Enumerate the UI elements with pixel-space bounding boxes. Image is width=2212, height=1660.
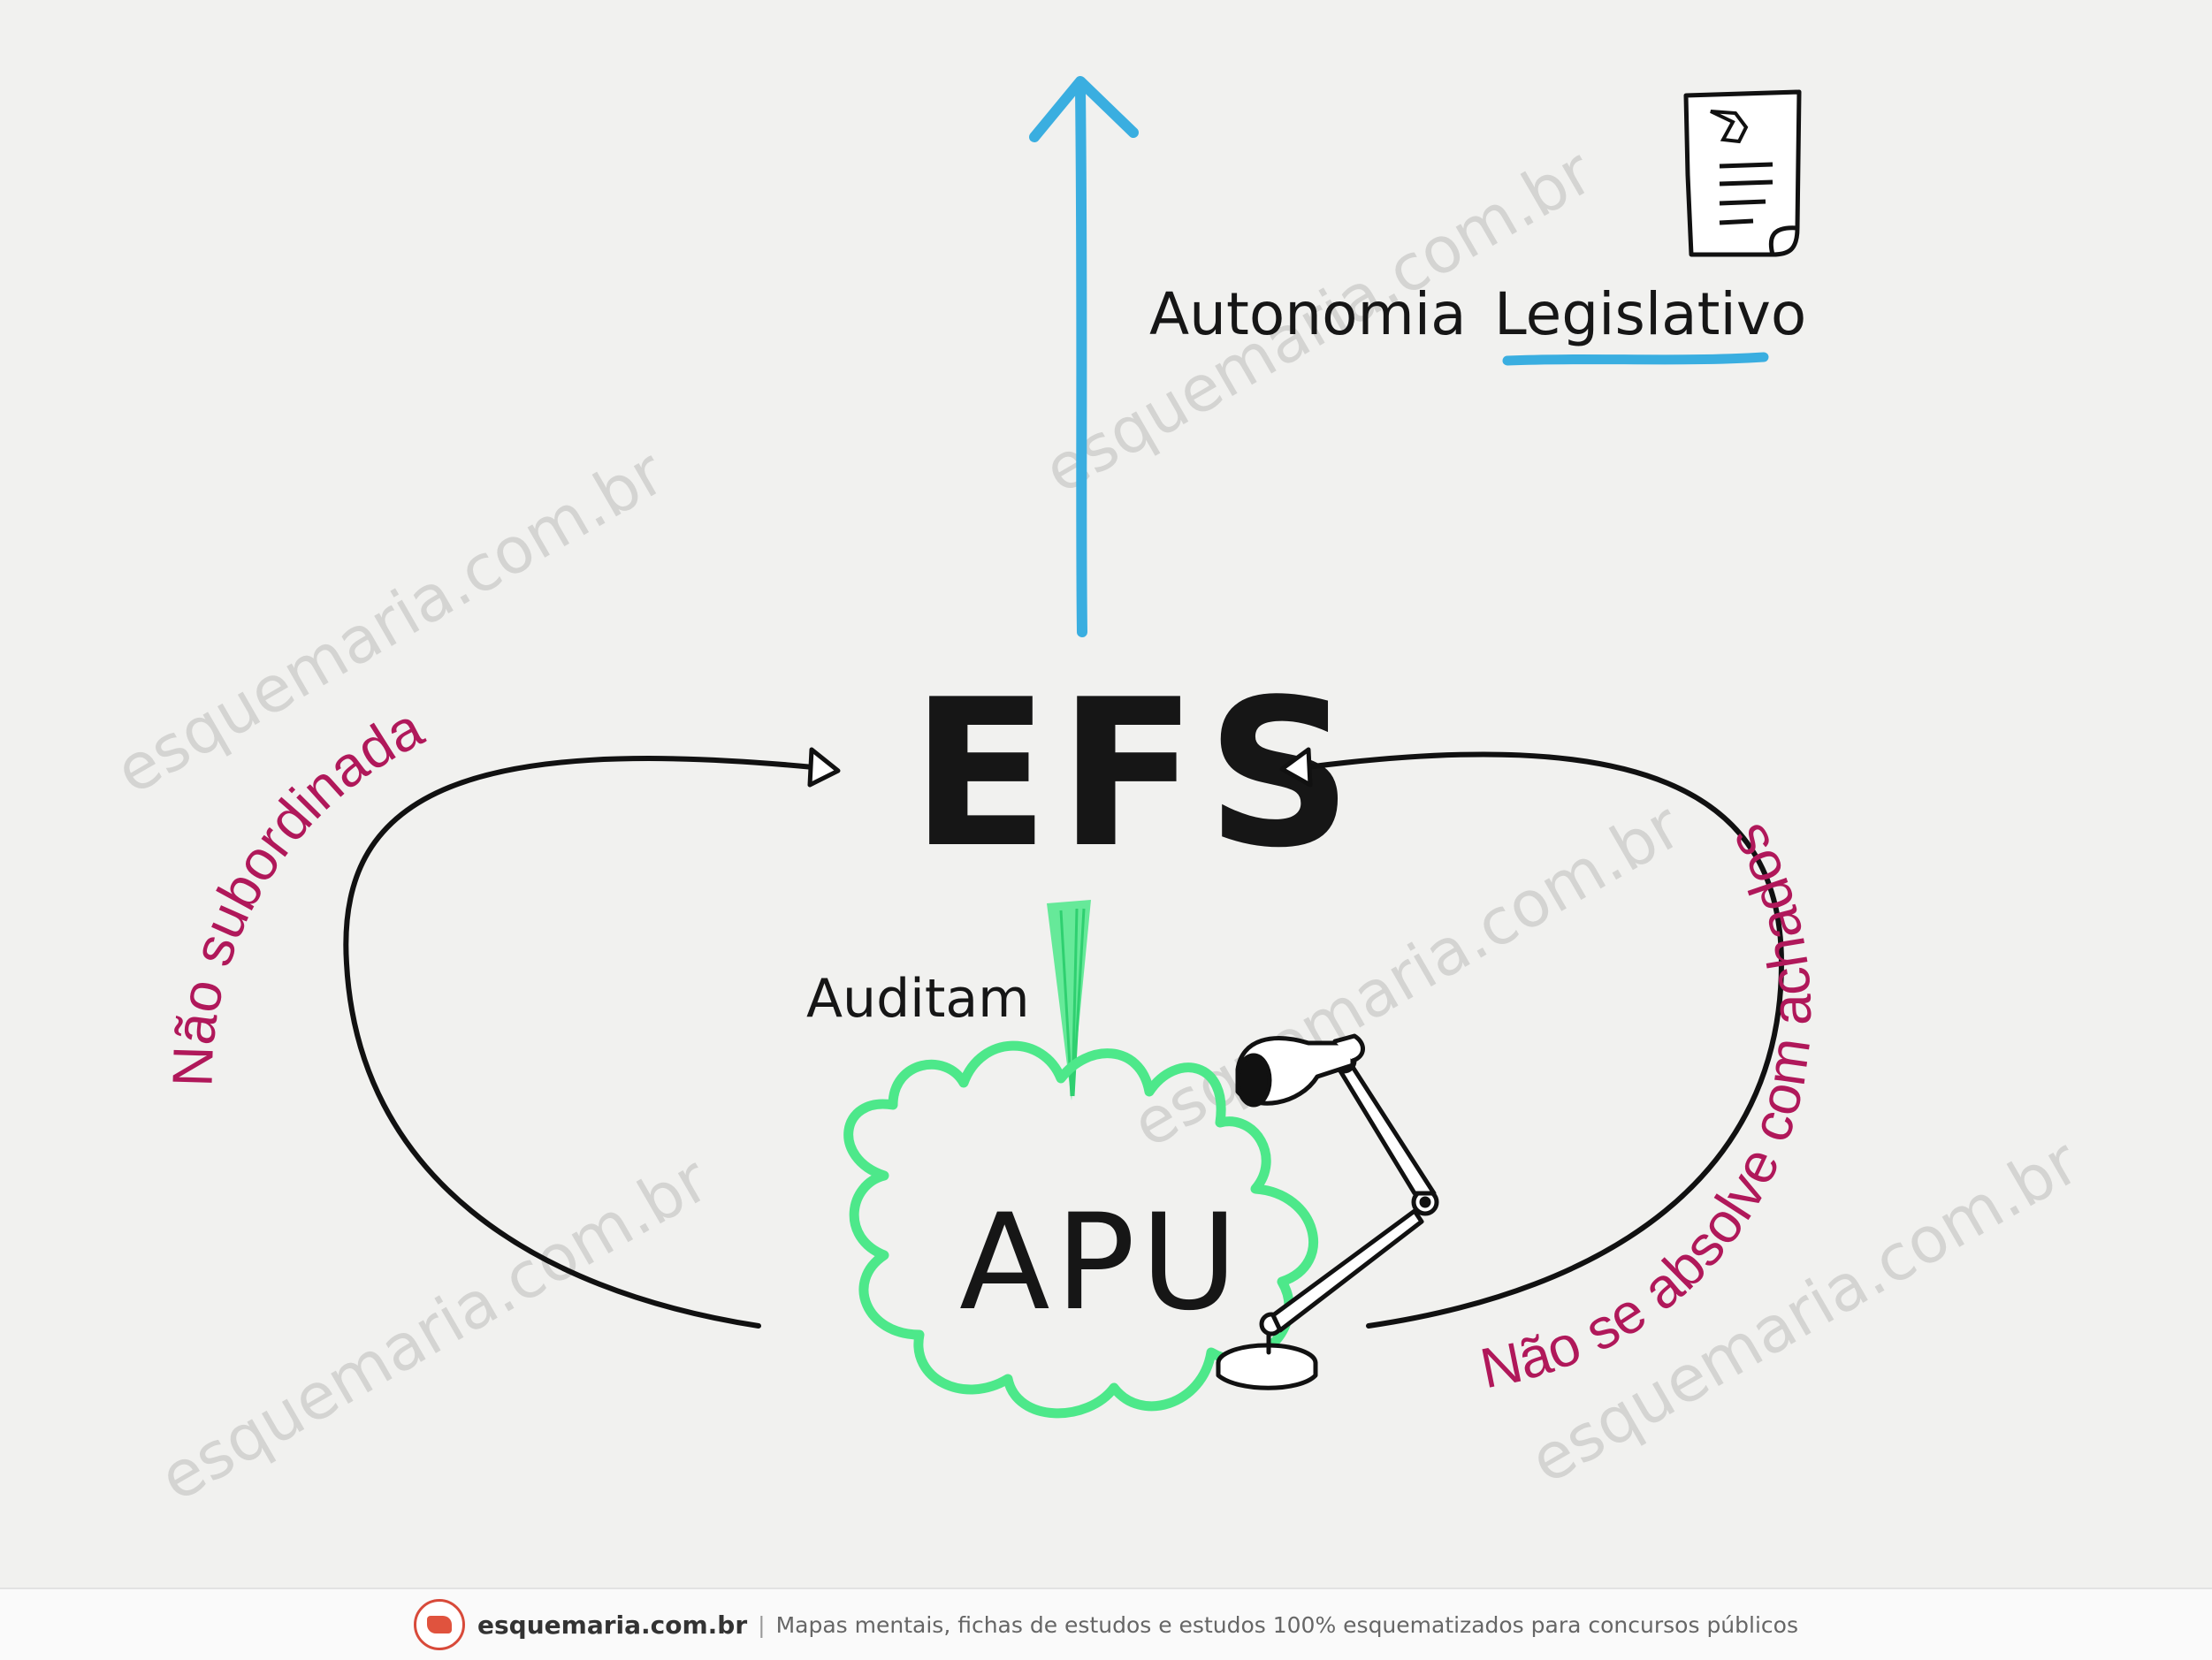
left-curve-arrow	[343, 747, 841, 1329]
footer-tagline: Mapas mentais, fichas de estudos e estud…	[775, 1611, 1798, 1638]
autonomia-label: Autonomia	[1149, 280, 1467, 348]
document-icon	[1683, 89, 1802, 257]
footer-brand[interactable]: esquemaria.com.br	[477, 1610, 748, 1640]
logo-icon	[414, 1599, 466, 1650]
efs-node: EFS	[911, 657, 1362, 893]
footer-separator: |	[758, 1611, 766, 1638]
legislativo-underline	[1502, 352, 1769, 366]
apu-cloud	[843, 1040, 1319, 1419]
footer-bar: esquemaria.com.br | Mapas mentais, ficha…	[0, 1588, 2212, 1660]
right-curve-arrow	[1279, 747, 1785, 1329]
apu-node: APU	[959, 1186, 1243, 1340]
watermark-text: esquemaria.com.br	[148, 1142, 721, 1516]
auditam-label: Auditam	[806, 968, 1030, 1030]
autonomy-arrow	[1029, 76, 1139, 637]
legislativo-label: Legislativo	[1494, 280, 1806, 348]
desk-lamp-icon	[1216, 1033, 1439, 1390]
